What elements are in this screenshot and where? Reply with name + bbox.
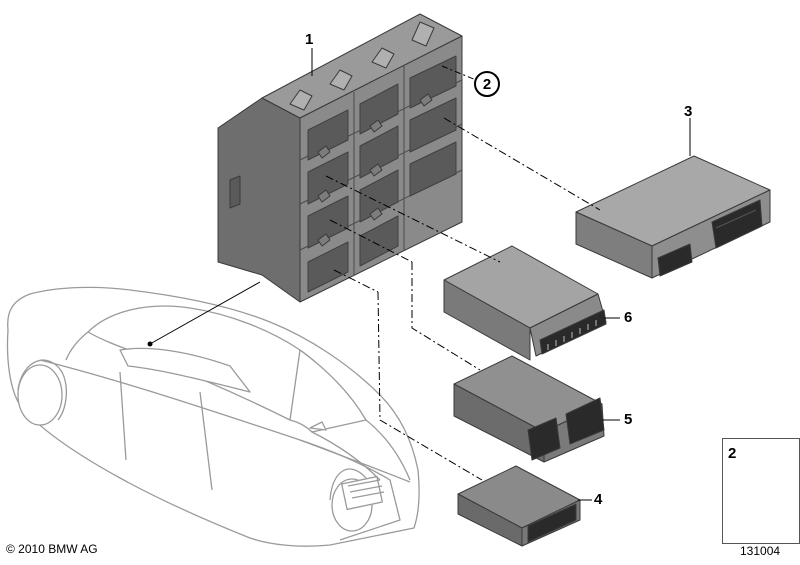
copyright-text: © 2010 BMW AG: [6, 542, 98, 556]
callout-2: 2: [474, 71, 500, 97]
callout-5: 5: [624, 411, 633, 428]
diagram-id: 131004: [740, 544, 781, 558]
module-4: [457, 465, 581, 547]
callout-4: 4: [594, 491, 603, 508]
location-dot: [147, 341, 153, 347]
module-6: [443, 245, 607, 361]
car-outline: [6, 286, 420, 547]
callout-1: 1: [305, 31, 314, 48]
leader-lines: [149, 48, 691, 501]
legend-part-number: 2: [728, 445, 737, 462]
callout-6: 6: [624, 309, 633, 326]
callout-3: 3: [684, 103, 693, 120]
legend-box: [722, 438, 800, 544]
module-carrier: [217, 13, 463, 303]
module-3: [575, 155, 771, 279]
module-5: [453, 355, 605, 463]
